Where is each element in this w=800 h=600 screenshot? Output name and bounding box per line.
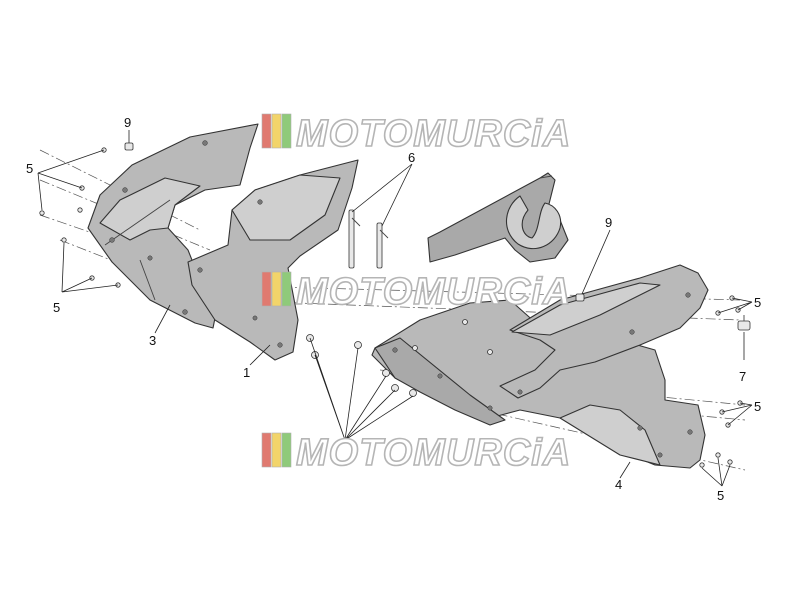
watermark-logo-bottom: MOTOMURCiA [261, 431, 571, 475]
watermark-text: MOTOMURCiA [296, 432, 571, 474]
watermark-logo-middle: MOTOMURCiA [261, 270, 571, 314]
callout-1: 1 [243, 365, 250, 380]
inner-panel-part-1 [187, 159, 359, 361]
callout-5-lower-left: 5 [53, 300, 60, 315]
pins-part-6 [348, 209, 389, 269]
screws-right [699, 295, 743, 468]
callout-5-right-middle: 5 [754, 399, 761, 414]
callout-5-right-upper: 5 [754, 295, 761, 310]
screws-center [306, 319, 493, 397]
watermark-text: MOTOMURCiA [296, 113, 571, 155]
fasteners-9-and-7 [124, 142, 751, 331]
callout-labels: 9 5 5 3 1 6 9 5 7 5 4 5 [26, 115, 761, 503]
callout-5-upper-left: 5 [26, 161, 33, 176]
side-panel-right [499, 264, 709, 399]
watermark-logo-top: MOTOMURCiA [261, 112, 571, 156]
callout-7: 7 [739, 369, 746, 384]
watermark-text: MOTOMURCiA [296, 271, 571, 313]
callout-9-right: 9 [605, 215, 612, 230]
callout-4: 4 [615, 477, 622, 492]
callout-3: 3 [149, 333, 156, 348]
callout-9-left: 9 [124, 115, 131, 130]
callout-5-right-lower: 5 [717, 488, 724, 503]
leader-lines [37, 130, 753, 487]
fairing-part-3 [87, 123, 259, 329]
callout-6: 6 [408, 150, 415, 165]
frame-bracket [427, 172, 569, 263]
